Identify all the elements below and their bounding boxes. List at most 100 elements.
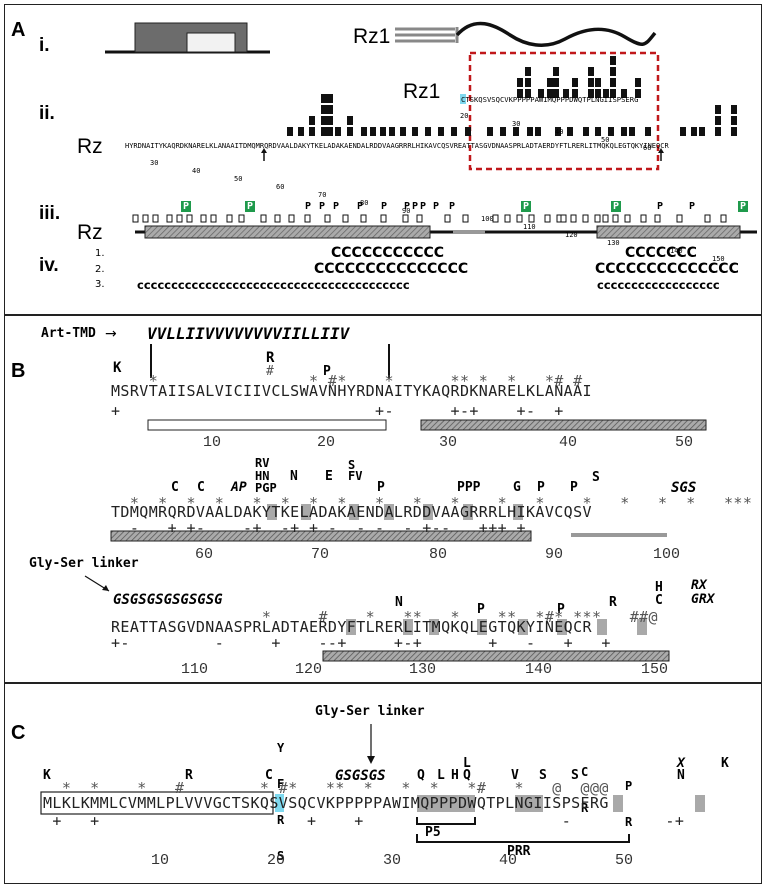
row2-sequence: TDMQMRQRDVAALDAKYTKELADAKAENDALRDDVAAGRR… bbox=[111, 503, 592, 521]
rz1-num-40: 40 bbox=[555, 128, 564, 136]
row1-white-bar bbox=[147, 419, 387, 431]
rz-bar bbox=[731, 116, 737, 125]
row1-stars: * * #* * ** * * *# # bbox=[111, 372, 583, 390]
prr-bracket bbox=[416, 834, 630, 843]
iii-mutation-box bbox=[654, 214, 661, 223]
rz-sequence: HYRDNAITYKAQRDKNARELKLANAAITDMQMRQRDVAAL… bbox=[125, 142, 669, 150]
shaded-residue bbox=[515, 795, 543, 812]
rz-bar bbox=[731, 127, 737, 136]
rz-bar bbox=[527, 127, 533, 136]
row3-coil-bar bbox=[322, 650, 670, 662]
row1-num-50: 50 bbox=[675, 434, 694, 451]
rz-bar bbox=[691, 127, 697, 136]
row1-mut-k: K bbox=[113, 360, 122, 376]
iii-mutation-box bbox=[528, 214, 535, 223]
c-mut-n: N bbox=[677, 768, 685, 783]
rz1-bar bbox=[553, 78, 559, 87]
row2-mut-p3: P bbox=[570, 480, 578, 495]
rz-bar bbox=[321, 127, 327, 136]
c-mut-r2: R bbox=[277, 813, 285, 827]
panel-b-graphics bbox=[84, 344, 707, 662]
row2-mut-ap: AP bbox=[231, 480, 247, 495]
c-mut-r3: R bbox=[581, 801, 589, 815]
arrow-up-2-head bbox=[658, 148, 664, 153]
row1-num-30: 30 bbox=[439, 434, 458, 451]
row1-num-40: 40 bbox=[559, 434, 578, 451]
rz-bar bbox=[370, 127, 376, 136]
rz1-bar bbox=[588, 67, 594, 76]
rz1-bar bbox=[572, 78, 578, 87]
row3-mut-p: P bbox=[477, 602, 485, 617]
shaded-residue bbox=[384, 504, 394, 520]
rz-title-2: Rz bbox=[77, 221, 103, 244]
p5-label: P5 bbox=[425, 825, 441, 840]
row2-mut-n: N bbox=[290, 469, 298, 484]
c-mut-c2: C bbox=[581, 765, 589, 779]
rz1-bar bbox=[610, 56, 616, 65]
row1-mut-p: P bbox=[323, 364, 331, 379]
c-mut-c: C bbox=[265, 768, 273, 783]
shaded-residue bbox=[417, 795, 475, 812]
rz-bar bbox=[347, 127, 353, 136]
rz-num-140: 140 bbox=[670, 247, 683, 255]
rz-bar bbox=[680, 127, 686, 136]
rz-num-150: 150 bbox=[712, 255, 725, 263]
art-tmd-arrow: → bbox=[105, 326, 117, 342]
panel-c-gly-ser-label: Gly-Ser linker bbox=[315, 704, 425, 719]
shaded-residue bbox=[518, 619, 528, 635]
rz-num-80: 80 bbox=[360, 199, 369, 207]
rz-num-60: 60 bbox=[276, 183, 285, 191]
row3-mut-n: N bbox=[395, 595, 403, 610]
rz-bar bbox=[500, 127, 506, 136]
row3-sequence: REATTASGVDNAASPRLADTAERDYFTLRERLITMQKQLE… bbox=[111, 618, 592, 636]
iii-mutation-box bbox=[560, 214, 567, 223]
p-marker: P bbox=[521, 201, 532, 212]
shaded-residue bbox=[463, 504, 473, 520]
gly-ser-arrowhead bbox=[102, 585, 109, 591]
iii-mutation-box bbox=[516, 214, 523, 223]
cc-2a: CCCCCCCCCCCCCCC bbox=[314, 261, 469, 277]
row-label-iv: iv. bbox=[39, 255, 59, 276]
p-marker: P bbox=[333, 201, 340, 212]
rz-coil-domain-1 bbox=[144, 225, 431, 239]
row2-mut-g: G bbox=[513, 480, 521, 495]
rz-bar bbox=[451, 127, 457, 136]
iii-mutation-box bbox=[274, 214, 281, 223]
row3-mut-grx: GRX bbox=[691, 592, 715, 607]
rz1-gene-box bbox=[186, 32, 236, 53]
c-mut-p: P bbox=[625, 779, 633, 793]
rz-bar bbox=[327, 116, 333, 125]
shaded-residue bbox=[637, 619, 647, 635]
rz-num-50: 50 bbox=[234, 175, 243, 183]
rz-bar bbox=[438, 127, 444, 136]
rz-bar bbox=[715, 105, 721, 114]
iii-mutation-box bbox=[640, 214, 647, 223]
rz1-bar bbox=[553, 67, 559, 76]
panel-c-gly-ser-seq: GSGSGS bbox=[335, 768, 386, 784]
iii-mutation-box bbox=[416, 214, 423, 223]
row3-num-150: 150 bbox=[641, 661, 669, 678]
iii-mutation-boxes bbox=[132, 214, 727, 223]
rz1-bar bbox=[525, 67, 531, 76]
iii-mutation-box bbox=[342, 214, 349, 223]
rz1-overlap-box bbox=[468, 51, 660, 171]
iii-mutation-box bbox=[360, 214, 367, 223]
c20-highlight bbox=[275, 794, 284, 812]
cc-index-1: 1. bbox=[95, 248, 105, 259]
rz1-bar bbox=[553, 89, 559, 98]
row-label-iii: iii. bbox=[39, 203, 61, 224]
row2-mut-hn: HN bbox=[255, 469, 270, 483]
rz1-bar bbox=[547, 89, 553, 98]
c-mut-s: S bbox=[277, 849, 285, 863]
cc-2b: CCCCCCCCCCCCCC bbox=[595, 261, 739, 277]
iii-mutation-box bbox=[152, 214, 159, 223]
rz1-mutation-bars bbox=[517, 56, 641, 98]
c-mut-q: Q bbox=[417, 768, 425, 783]
rz-bar bbox=[298, 127, 304, 136]
rz-coil-domain-2 bbox=[596, 225, 741, 239]
c-mut-r: R bbox=[185, 768, 193, 783]
rz-bar bbox=[389, 127, 395, 136]
iii-mutation-box bbox=[324, 214, 331, 223]
row3-mut-r: R bbox=[609, 595, 617, 610]
rz-bar bbox=[309, 116, 315, 125]
